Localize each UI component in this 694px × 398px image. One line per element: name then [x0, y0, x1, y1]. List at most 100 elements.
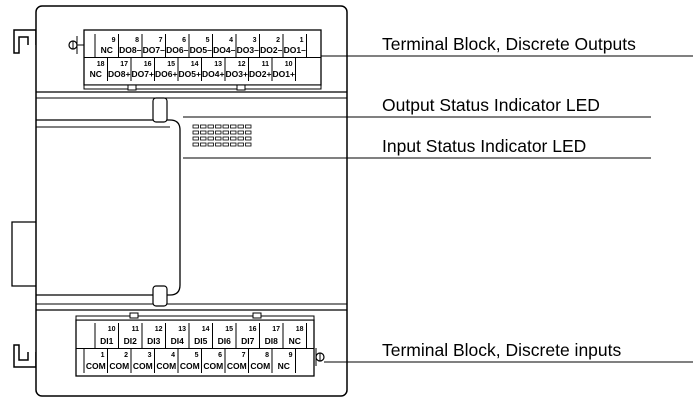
input-status-led: [230, 136, 237, 141]
input-status-led: [207, 142, 214, 147]
input-terminal-number: 9: [289, 352, 293, 359]
output-status-led: [222, 130, 229, 135]
terminal-block-inputs-top: [75, 315, 315, 321]
input-status-led: [192, 142, 199, 147]
output-terminal-label: DO4+: [202, 69, 224, 79]
input-status-led: [200, 136, 207, 141]
output-status-led: [245, 124, 252, 129]
callout-terminal-block-inputs: Terminal Block, Discrete inputs: [382, 340, 622, 360]
output-terminal-number: 2: [276, 37, 280, 44]
input-status-led: [245, 142, 252, 147]
output-status-led: [230, 130, 237, 135]
output-terminal-number: 1: [300, 37, 304, 44]
output-status-led: [215, 124, 222, 129]
output-terminal-number: 8: [135, 37, 139, 44]
input-terminal-number: 8: [265, 352, 269, 359]
output-status-led: [192, 130, 199, 135]
output-terminal-number: 15: [167, 61, 175, 68]
callout-terminal-block-outputs: Terminal Block, Discrete Outputs: [382, 34, 636, 54]
input-terminal-label: COM: [109, 361, 129, 371]
input-status-led: [222, 142, 229, 147]
output-terminal-label: DO1–: [284, 45, 306, 55]
input-terminal-label: DI6: [218, 336, 232, 346]
input-terminal-number: 14: [202, 326, 210, 333]
front-cover: [36, 119, 181, 296]
input-terminal-label: COM: [180, 361, 200, 371]
callout-input-status-led: Input Status Indicator LED: [382, 136, 587, 156]
output-terminals: 9NC8DO8–7DO7–6DO6–5DO5–4DO4–3DO3–2DO2–1D…: [83, 34, 321, 81]
cover-hinge-top: [152, 97, 168, 123]
input-terminal-label: DI3: [147, 336, 161, 346]
input-terminal-number: 2: [124, 352, 128, 359]
output-status-led: [207, 130, 214, 135]
input-terminal-number: 12: [155, 326, 163, 333]
module-housing: [35, 5, 348, 397]
input-terminal-label: DI4: [171, 336, 185, 346]
din-clip-bottom-left: [13, 344, 37, 368]
input-terminal-number: 4: [171, 352, 175, 359]
led-indicator-window: [183, 117, 252, 158]
output-terminal-label: DO8–: [119, 45, 141, 55]
input-terminal-label: DI7: [241, 336, 255, 346]
output-status-led: [245, 130, 252, 135]
output-terminal-number: 5: [206, 37, 210, 44]
input-terminal-number: 13: [178, 326, 186, 333]
output-terminal-label: DO3–: [237, 45, 259, 55]
output-terminal-label: DO5–: [190, 45, 212, 55]
terminal-block-outputs-key-right: [236, 84, 246, 91]
input-status-led: [215, 136, 222, 141]
input-status-led: [222, 136, 229, 141]
output-terminal-number: 10: [285, 61, 293, 68]
output-status-led: [200, 124, 207, 129]
side-connector: [11, 221, 36, 287]
output-terminal-number: 13: [214, 61, 222, 68]
input-terminal-label: COM: [203, 361, 223, 371]
output-terminal-number: 16: [144, 61, 152, 68]
output-status-led: [207, 124, 214, 129]
input-status-led: [237, 136, 244, 141]
callout-output-status-led: Output Status Indicator LED: [382, 95, 600, 115]
input-status-led: [237, 142, 244, 147]
input-terminal-number: 16: [249, 326, 257, 333]
input-status-led: [230, 142, 237, 147]
output-terminal-label: DO7–: [143, 45, 165, 55]
output-status-led: [230, 124, 237, 129]
input-terminal-label: COM: [156, 361, 176, 371]
output-terminal-number: 4: [229, 37, 233, 44]
input-terminal-number: 15: [225, 326, 233, 333]
output-terminal-label: DO6+: [155, 69, 177, 79]
output-terminal-label: DO6–: [166, 45, 188, 55]
input-terminal-number: 17: [272, 326, 280, 333]
output-terminal-number: 7: [159, 37, 163, 44]
din-clip-top-left: [13, 29, 37, 54]
input-status-led: [215, 142, 222, 147]
input-terminal-label: COM: [250, 361, 270, 371]
input-terminal-label: DI8: [265, 336, 279, 346]
output-status-led: [237, 130, 244, 135]
output-terminal-label: DO2–: [260, 45, 282, 55]
output-status-led: [215, 130, 222, 135]
output-terminal-label: DO8+: [108, 69, 130, 79]
cover-hinge-bottom: [152, 285, 168, 307]
input-terminal-label: DI1: [100, 336, 114, 346]
input-terminal-label: NC: [289, 336, 301, 346]
input-terminal-number: 6: [218, 352, 222, 359]
output-terminal-label: NC: [90, 69, 102, 79]
input-status-led: [200, 142, 207, 147]
input-terminal-label: DI5: [194, 336, 208, 346]
input-terminal-number: 10: [108, 326, 116, 333]
input-terminal-label: COM: [133, 361, 153, 371]
input-status-led: [192, 136, 199, 141]
input-status-led: [245, 136, 252, 141]
output-status-led: [200, 130, 207, 135]
input-terminal-label: DI2: [124, 336, 138, 346]
input-terminal-number: 11: [132, 326, 140, 333]
terminal-block-inputs-key-left: [129, 312, 139, 319]
output-terminal-number: 6: [182, 37, 186, 44]
input-terminal-label: NC: [278, 361, 290, 371]
terminal-block-inputs-key-right: [252, 312, 262, 319]
output-terminal-label: DO3+: [226, 69, 248, 79]
input-terminal-label: COM: [86, 361, 106, 371]
